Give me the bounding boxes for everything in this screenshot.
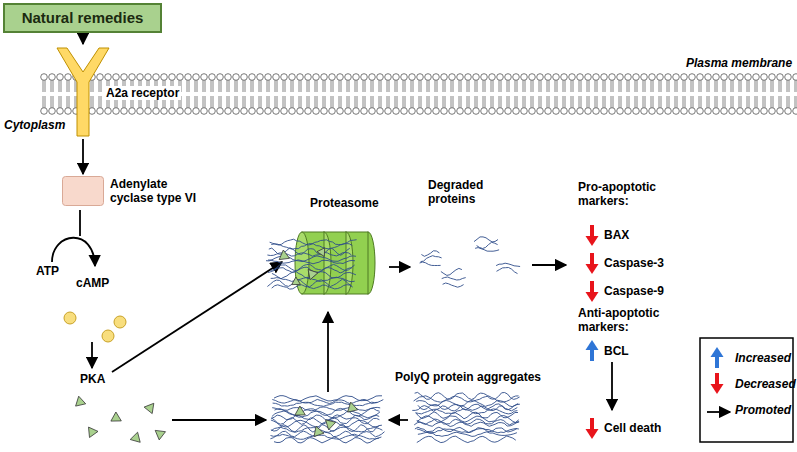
protein-fibril bbox=[415, 409, 517, 414]
marker-name: Caspase-3 bbox=[604, 256, 664, 270]
adenylate-cyclase: Adenylate cyclase type VI bbox=[62, 176, 207, 210]
protein-fibril bbox=[477, 242, 498, 248]
protein-fibril bbox=[421, 251, 439, 256]
a2a-receptor: A2a receptor bbox=[50, 44, 200, 140]
protein-fibril bbox=[442, 277, 466, 280]
protein-fibril bbox=[443, 283, 464, 287]
polyq-aggregate: PolyQ protein aggregates bbox=[388, 370, 548, 446]
protein-fibril bbox=[475, 248, 499, 252]
pathway-arrows bbox=[52, 210, 612, 420]
protein-fibril bbox=[271, 244, 352, 250]
protein-fibril bbox=[418, 432, 517, 437]
protein-fibril bbox=[417, 436, 516, 443]
molecule-label: cAMP bbox=[76, 276, 109, 290]
protein-fibril bbox=[474, 237, 498, 242]
node-shape bbox=[412, 233, 527, 293]
legend-samples bbox=[707, 347, 730, 412]
pka-triangle bbox=[111, 412, 121, 421]
protein-fibril bbox=[272, 411, 380, 418]
pka-triangles bbox=[76, 396, 166, 442]
marker-name: BCL bbox=[604, 344, 629, 358]
pka-triangle bbox=[326, 420, 336, 430]
pka-triangle bbox=[130, 432, 140, 442]
pka-triangle bbox=[295, 406, 305, 415]
node-label: Proteasome bbox=[310, 196, 379, 210]
box-title: Natural remedies bbox=[5, 5, 160, 31]
protein-fibril bbox=[272, 285, 353, 289]
pka-triangle bbox=[76, 396, 86, 406]
protein-fibril bbox=[269, 248, 350, 255]
pka-triangle bbox=[314, 426, 324, 436]
protein-fibril bbox=[414, 422, 519, 427]
protein-fibril bbox=[272, 407, 380, 411]
protein-fibril bbox=[417, 429, 519, 433]
protein-fibril bbox=[497, 268, 518, 274]
node-label: Degraded proteins bbox=[428, 178, 508, 206]
flow-arrow bbox=[82, 34, 84, 44]
flow-arrow bbox=[82, 139, 84, 174]
legend-text: Increased bbox=[735, 351, 791, 365]
pka-triangle bbox=[348, 402, 358, 412]
protein-fibril bbox=[441, 268, 462, 275]
protein-fibril bbox=[271, 424, 382, 432]
protein-fibril bbox=[420, 262, 441, 266]
node-shape bbox=[410, 390, 525, 444]
protein-fibril bbox=[412, 406, 517, 412]
protein-fibril bbox=[417, 416, 519, 423]
marker-heading: Pro-apoptotic markers: bbox=[578, 180, 673, 208]
marker-name: Caspase-9 bbox=[604, 284, 664, 298]
camp-molecules bbox=[64, 312, 126, 342]
node-shape bbox=[62, 176, 104, 206]
plasma-membrane bbox=[40, 72, 797, 116]
node-label: PolyQ protein aggregates bbox=[388, 370, 548, 384]
outcome-label: Cell death bbox=[604, 421, 661, 435]
kinase-label: PKA bbox=[80, 372, 105, 386]
protein-fibril bbox=[274, 437, 379, 443]
flow-arrow bbox=[389, 266, 410, 268]
node-shape bbox=[262, 226, 387, 308]
pka-triangle bbox=[89, 427, 99, 437]
legend-text: Decreased bbox=[735, 377, 796, 391]
pka-triangle bbox=[308, 270, 318, 280]
node-label: Adenylate cyclase type VI bbox=[110, 177, 204, 205]
pka-triangle bbox=[144, 403, 154, 413]
pka-triangle bbox=[279, 250, 289, 260]
protein-fibril bbox=[496, 263, 520, 266]
degraded-proteins: Degraded proteins bbox=[412, 178, 527, 298]
molecule-label: ATP bbox=[36, 264, 59, 278]
compartment-label: Cytoplasm bbox=[4, 118, 65, 132]
protein-fibril bbox=[417, 419, 519, 425]
marker-heading: Anti-apoptotic markers: bbox=[578, 306, 678, 334]
proteasome: Proteasome bbox=[262, 196, 387, 310]
legend-text: Promoted bbox=[735, 403, 791, 417]
protein-fibril bbox=[273, 402, 378, 406]
pka-bound-aggregate bbox=[270, 396, 384, 443]
enzyme-shape bbox=[63, 177, 104, 206]
protein-fibril bbox=[421, 256, 442, 262]
protein-fibril bbox=[267, 253, 351, 257]
protein-fibril bbox=[272, 399, 383, 403]
membrane-label: Plasma membrane bbox=[686, 56, 792, 70]
pka-triangle bbox=[155, 430, 165, 440]
pka-triangle bbox=[292, 277, 301, 285]
remedy-box: Natural remedies bbox=[3, 3, 162, 33]
pka-triangle bbox=[317, 248, 325, 257]
protein-fibril bbox=[416, 400, 518, 407]
protein-fibril bbox=[270, 434, 381, 439]
protein-fibril bbox=[271, 415, 379, 420]
protein-fibril bbox=[268, 260, 355, 264]
marker-name: BAX bbox=[604, 228, 629, 242]
node-label: A2a receptor bbox=[104, 86, 181, 100]
